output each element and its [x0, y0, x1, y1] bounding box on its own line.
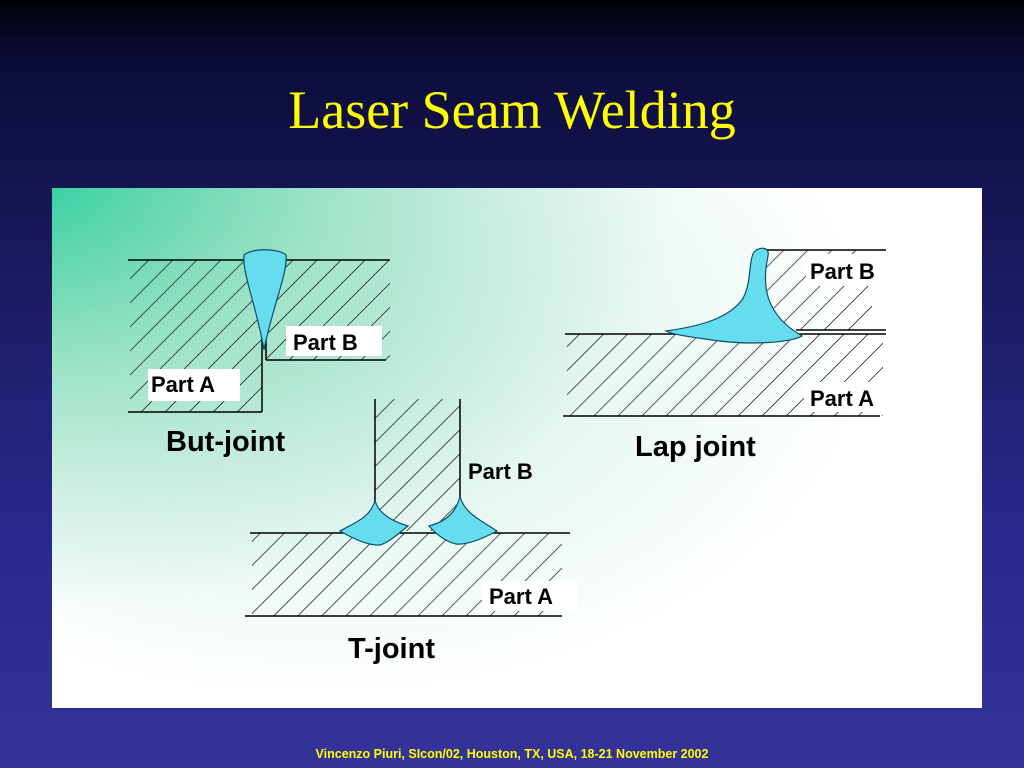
- t-joint-figure: Part B Part A T-joint: [245, 399, 578, 665]
- but-joint-part-b: [265, 259, 390, 361]
- but-joint-part-b-label: Part B: [293, 330, 358, 355]
- but-joint-weld: [243, 249, 287, 351]
- t-joint-weld-left: [338, 499, 410, 546]
- lap-joint-title: Lap joint: [635, 431, 756, 463]
- t-joint-part-a-label: Part A: [489, 584, 553, 609]
- t-joint-part-a: [245, 532, 578, 617]
- lap-joint-figure: Part B Part A Lap joint: [563, 247, 900, 463]
- welding-joints-diagram: Part B Part A But-joint Part B Part A T-…: [128, 247, 900, 665]
- t-joint-title: T-joint: [348, 633, 435, 665]
- t-joint-part-b-label: Part B: [468, 459, 533, 484]
- slide-footer: Vincenzo Piuri, SIcon/02, Houston, TX, U…: [315, 747, 709, 761]
- lap-joint-part-b-label: Part B: [810, 259, 875, 284]
- but-joint-figure: Part B Part A But-joint: [128, 249, 390, 458]
- t-joint-weld-right: [427, 495, 499, 545]
- but-joint-part-a: [128, 259, 263, 413]
- but-joint-part-a-label: Part A: [151, 372, 215, 397]
- lap-joint-weld: [663, 247, 804, 344]
- lap-joint-part-b: [756, 249, 900, 331]
- lap-joint-part-a-label: Part A: [810, 386, 874, 411]
- but-joint-title: But-joint: [166, 426, 286, 458]
- lap-joint-part-a: [563, 333, 900, 417]
- t-joint-part-b: [374, 399, 461, 531]
- slide-title: Laser Seam Welding: [288, 80, 736, 140]
